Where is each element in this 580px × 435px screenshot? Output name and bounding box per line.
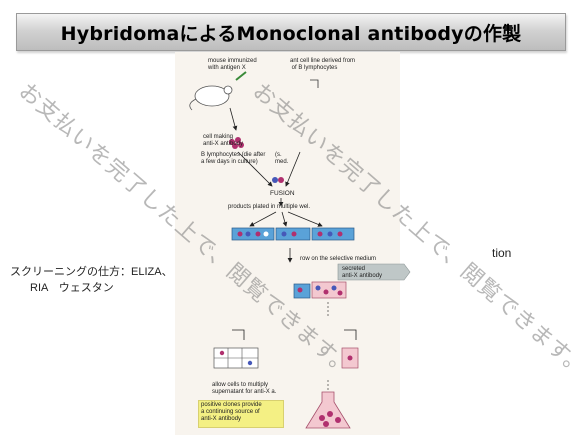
- clone-well-right: [341, 347, 359, 369]
- secreted-antibody-callout: [337, 263, 411, 281]
- screening-methods: スクリーニングの仕方：ELIZA、: [10, 266, 173, 278]
- fusion-label: FUSION: [270, 190, 295, 197]
- fused-cells-icon: [272, 177, 284, 183]
- hybridoma-figure: [175, 52, 400, 435]
- plate-row-2: [293, 281, 347, 299]
- antibody-cells-icon: [229, 137, 244, 149]
- plate-row-1: [231, 227, 355, 241]
- mouse-icon: [189, 71, 247, 111]
- arrow-right-to-fusion: [285, 151, 301, 187]
- allow-multiply-label: allow cells to multiply supernatant for …: [212, 382, 277, 395]
- screening-methods-line2: RIA ウェスタン: [30, 282, 114, 294]
- mouse-label: mouse immunized with antigen X: [208, 58, 257, 71]
- secreted-label: secreted anti-X antibody: [342, 266, 383, 279]
- title-bar: HybridomaによるMonoclonal antibodyの作製: [16, 13, 566, 51]
- b-lymphocytes-label: B lymphocytes (die after a few days in c…: [201, 152, 266, 165]
- positive-clones-box: [198, 400, 284, 428]
- cell-line-marker: [310, 79, 319, 88]
- arrow-to-plate-right: [287, 211, 323, 227]
- partial-right-text: tion: [492, 246, 512, 260]
- clone-wells-left: [213, 347, 259, 369]
- slide-title: HybridomaによるMonoclonal antibodyの作製: [60, 23, 522, 45]
- arrow-left-to-fusion: [237, 151, 273, 187]
- arrow-to-plate-mid: [281, 211, 288, 227]
- bracket-right: [344, 329, 357, 340]
- grow-label: row on the selective medium: [300, 256, 377, 262]
- bracket-left: [232, 329, 245, 340]
- plated-label: products plated in multiple wel.: [228, 204, 311, 210]
- cell-line-label: ant cell line derived from of B lymphocy…: [290, 58, 356, 71]
- culture-flask-icon: [305, 391, 351, 429]
- positive-clones-label: positive clones provide a continuing sou…: [201, 402, 262, 422]
- medium-fragment-label: (s. med.: [275, 152, 289, 165]
- cell-making-label: cell making anti-X antibody: [203, 134, 244, 147]
- arrow-mouse-to-cells: [229, 107, 238, 131]
- arrow-to-plate-left: [249, 211, 277, 227]
